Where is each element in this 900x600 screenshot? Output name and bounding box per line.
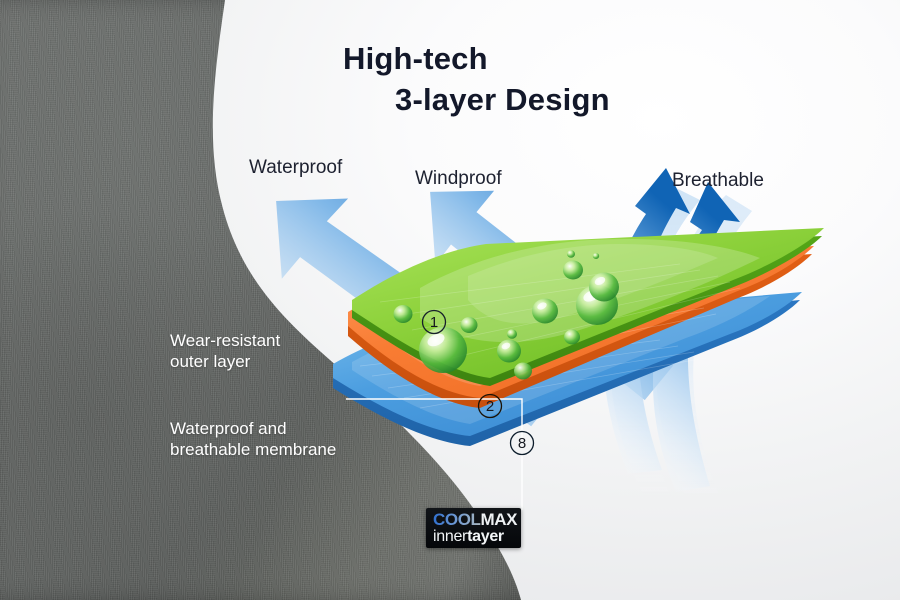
marker-1: 1 <box>421 309 447 335</box>
coolmax-logo-badge: COOLMAX innertayer <box>426 508 521 548</box>
arrow-breathable-1 <box>603 168 690 474</box>
coolmax-layer-text: tayer <box>467 527 504 545</box>
marker-2: 2 <box>477 393 503 419</box>
leader-membrane <box>346 398 523 437</box>
label-waterproof-breathable-membrane: Waterproof and breathable membrane <box>170 419 337 459</box>
water-droplets <box>393 250 619 380</box>
label-windproof: Windproof <box>415 168 502 189</box>
coolmax-innerlayer-text: innertayer <box>433 528 521 545</box>
page-title-line2: 3-layer Design <box>395 82 610 117</box>
coolmax-inner-text: inner <box>433 527 468 545</box>
layer-outer-green <box>352 228 824 386</box>
page-title-line1: High-tech <box>343 41 488 76</box>
coolmax-max-text: MAX <box>480 509 518 529</box>
marker-3: 8 <box>509 430 535 456</box>
label-breathable: Breathable <box>672 170 764 191</box>
marker-2-label: 2 <box>486 398 494 415</box>
marker-3-label: 8 <box>518 435 526 452</box>
label-wear-resistant-outer-layer: Wear-resistant outer layer <box>170 331 281 371</box>
arrow-breathable-2 <box>652 182 740 492</box>
coolmax-wordmark: COOLMAX <box>433 509 521 529</box>
coolmax-cool-text: COOL <box>433 509 481 529</box>
label-waterproof: Waterproof <box>249 157 343 178</box>
leader-lines <box>346 398 523 510</box>
marker-1-label: 1 <box>430 314 438 331</box>
